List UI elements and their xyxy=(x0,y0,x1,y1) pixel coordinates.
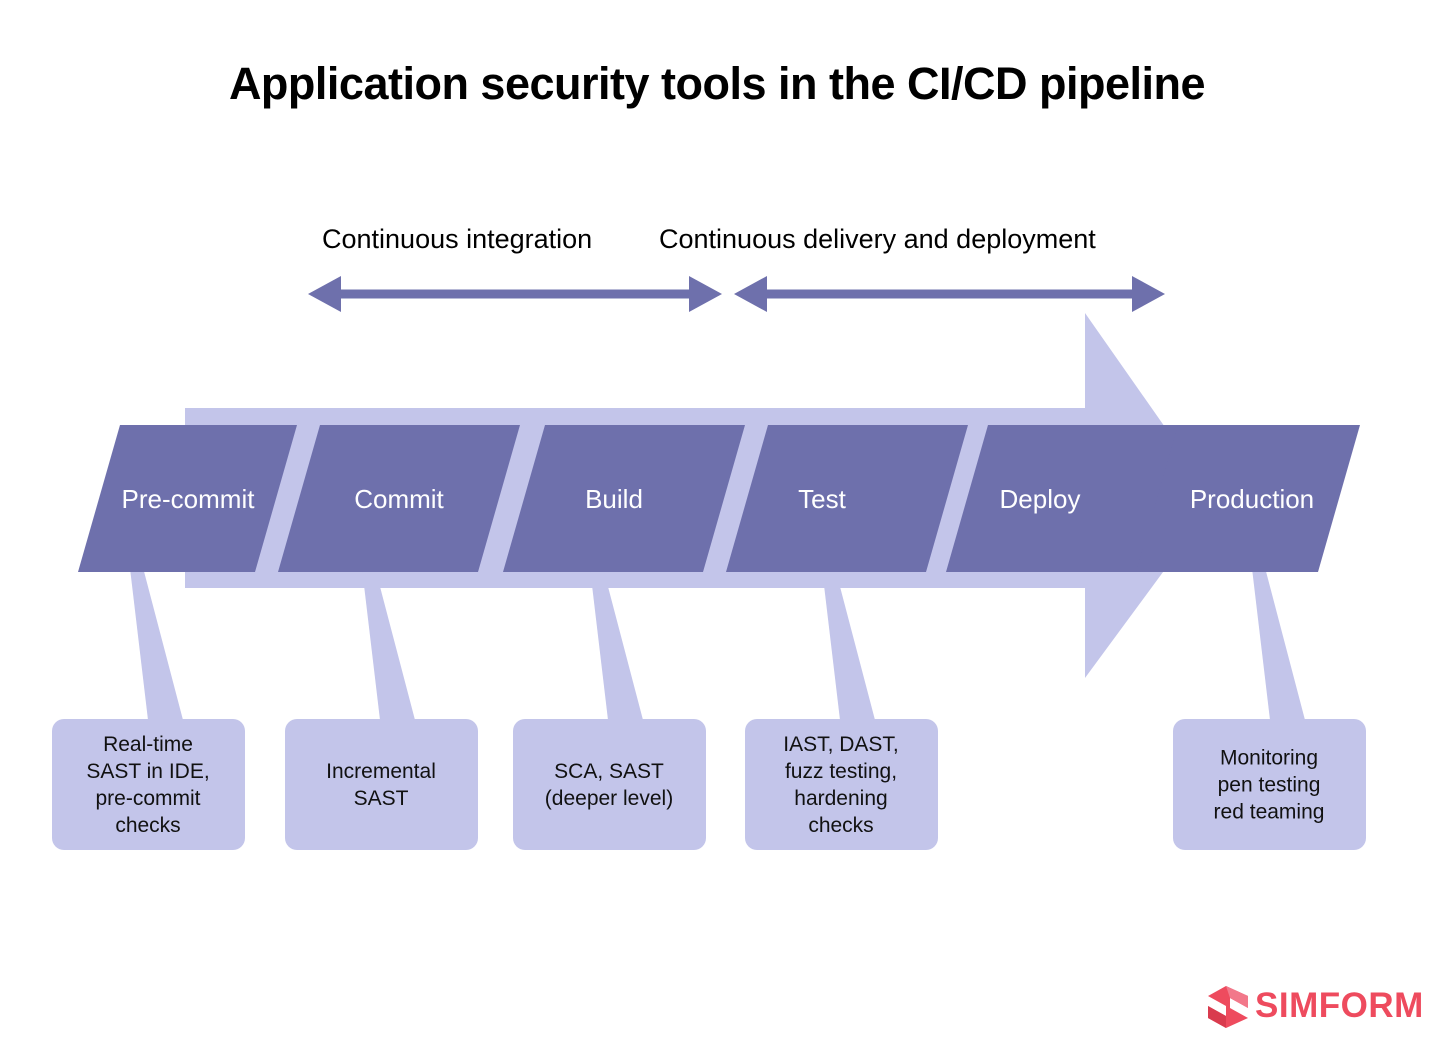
connector-commit xyxy=(361,560,415,720)
callout-connectors xyxy=(129,560,1305,720)
simform-cube-icon xyxy=(1208,986,1248,1028)
callout-label-build: SCA, SAST (deeper level) xyxy=(544,760,674,810)
connector-pre-commit xyxy=(129,560,183,720)
stage-label-test: Test xyxy=(798,484,846,514)
phase-label-cd: Continuous delivery and deployment xyxy=(659,224,1096,254)
callout-boxes xyxy=(52,719,1366,850)
stage-label-build: Build xyxy=(585,484,643,514)
callout-box-commit[interactable] xyxy=(285,719,478,850)
callout-label-test: IAST, DAST, fuzz testing, hardening chec… xyxy=(783,733,899,837)
phase-label-ci: Continuous integration xyxy=(322,224,593,254)
stage-commit[interactable] xyxy=(278,425,520,572)
stage-label-deploy: Deploy xyxy=(999,484,1081,514)
callout-label-commit: Incremental SAST xyxy=(326,760,436,810)
stage-label-pre-commit: Pre-commit xyxy=(121,484,255,514)
simform-wordmark: SIMFORM xyxy=(1255,986,1424,1025)
callout-box-production[interactable] xyxy=(1173,719,1366,850)
page-title: Application security tools in the CI/CD … xyxy=(228,58,1206,109)
cd-arrow xyxy=(734,276,1165,312)
ci-arrow xyxy=(308,276,722,312)
callout-label-pre-commit: Real-time SAST in IDE, pre-commit checks xyxy=(86,733,210,837)
callout-box-test[interactable] xyxy=(745,719,938,850)
stage-label-commit: Commit xyxy=(354,484,444,514)
connector-build xyxy=(589,560,643,720)
stage-production[interactable] xyxy=(1136,425,1360,572)
stage-label-production: Production xyxy=(1189,484,1315,514)
connector-production xyxy=(1251,560,1305,720)
stage-pre-commit[interactable] xyxy=(78,425,297,572)
callout-label-production: Monitoring pen testing red teaming xyxy=(1213,746,1325,824)
stage-test[interactable] xyxy=(726,425,968,572)
stage-deploy[interactable] xyxy=(946,425,1188,572)
stage-build[interactable] xyxy=(503,425,745,572)
callout-box-pre-commit[interactable] xyxy=(52,719,245,850)
callout-box-build[interactable] xyxy=(513,719,706,850)
pipeline-stages xyxy=(78,425,1360,572)
connector-test xyxy=(821,560,875,720)
